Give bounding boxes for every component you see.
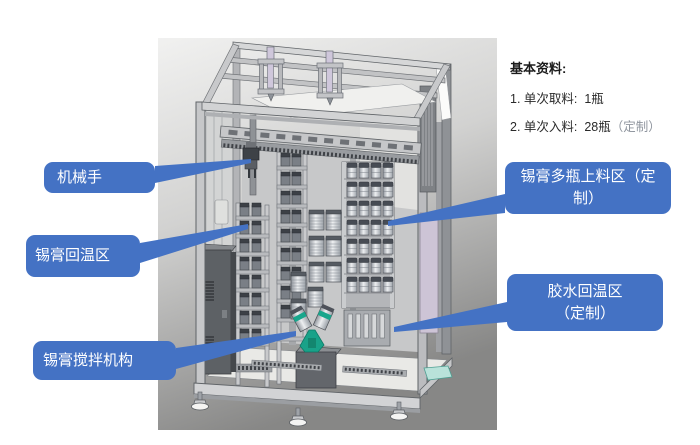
- info-item-pickup-text: 1. 单次取料: 1瓶: [510, 92, 604, 106]
- robot-arm: [242, 114, 260, 196]
- callout-multi-bottle-feed-zone: 锡膏多瓶上料区（定 制）: [505, 162, 671, 214]
- leader-solder-stir: [176, 331, 296, 369]
- info-item-pickup: 1. 单次取料: 1瓶: [510, 88, 695, 107]
- info-item-feed: 2. 单次入料: 28瓶（定制）: [510, 116, 695, 135]
- basic-info-title: 基本资料:: [510, 61, 567, 76]
- callout-glue-rewarm-zone: 胶水回温区 （定制）: [507, 274, 663, 331]
- callout-robot-arm: 机械手: [44, 162, 155, 193]
- basic-info-panel: 基本资料: 1. 单次取料: 1瓶 2. 单次入料: 28瓶（定制）: [510, 58, 695, 144]
- callout-leader-lines: [140, 159, 507, 369]
- info-item-feed-suffix: （定制）: [610, 120, 661, 134]
- leader-multi-bottle: [388, 194, 505, 226]
- leader-glue-rewarm: [394, 302, 507, 332]
- gantry-rail: [219, 125, 422, 165]
- glue-rewarm-slots: [343, 309, 391, 347]
- teal-tray: [423, 365, 453, 381]
- info-item-feed-text: 2. 单次入料: 28瓶: [510, 120, 611, 134]
- roof-frame: [201, 41, 451, 131]
- callout-solder-rewarm-zone: 锡膏回温区: [26, 235, 140, 277]
- callout-solder-stir-mechanism: 锡膏搅拌机构: [33, 341, 176, 380]
- leader-solder-rewarm: [140, 224, 248, 263]
- base-frame: [191, 357, 453, 427]
- leader-robot-arm: [155, 159, 251, 183]
- rack-multi-bottle-feed: [341, 161, 395, 309]
